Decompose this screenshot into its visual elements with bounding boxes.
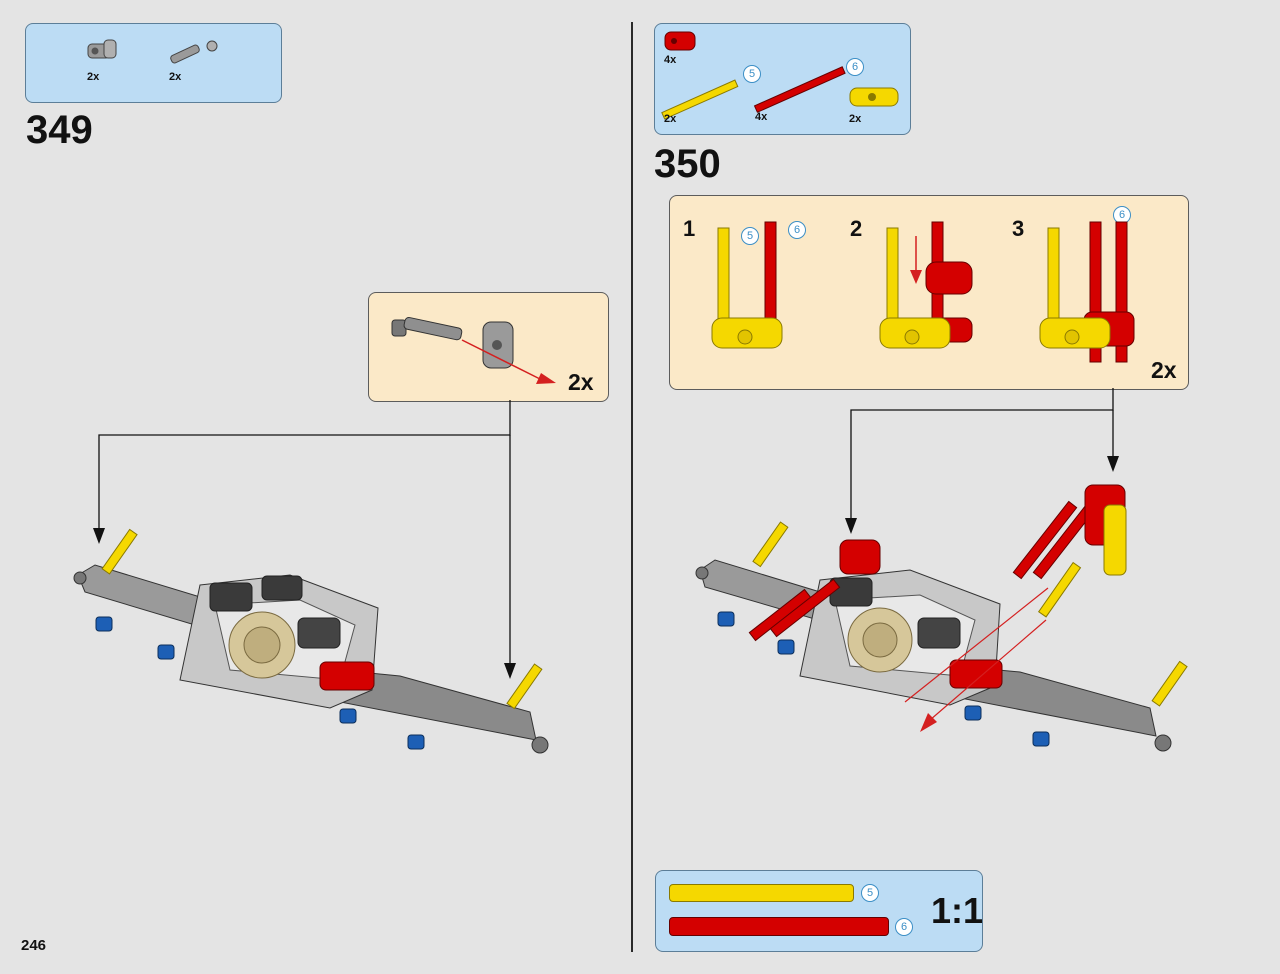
part-qty: 4x <box>664 54 677 66</box>
length-badge: 6 <box>1113 206 1131 224</box>
callout-arrows <box>98 400 511 665</box>
step-350-subassembly-box <box>669 195 1189 390</box>
substep-label: 2 <box>850 216 863 241</box>
length-badge: 5 <box>743 65 761 83</box>
part-qty: 2x <box>169 71 182 83</box>
substep-label: 3 <box>1012 216 1025 241</box>
red-axle-scale <box>669 917 889 936</box>
length-badge: 5 <box>861 884 879 902</box>
length-badge: 5 <box>741 227 759 245</box>
yellow-axle-scale <box>669 884 854 902</box>
step-350-parts-box <box>654 23 911 135</box>
page-divider <box>631 22 633 952</box>
part-qty: 4x <box>755 111 768 123</box>
length-badge: 6 <box>788 221 806 239</box>
substep-label: 1 <box>683 216 696 241</box>
length-badge: 6 <box>846 58 864 76</box>
scale-ratio: 1:1 <box>931 890 984 931</box>
part-qty: 2x <box>664 113 677 125</box>
subassembly-multiplier: 2x <box>1151 357 1177 383</box>
step-349-parts-box <box>25 23 282 103</box>
length-badge: 6 <box>895 918 913 936</box>
step-number: 349 <box>26 108 93 152</box>
step-number: 350 <box>654 142 721 186</box>
callout-arrows <box>850 388 1114 520</box>
part-qty: 2x <box>849 113 862 125</box>
scale-box <box>655 870 983 952</box>
subassembly-multiplier: 2x <box>568 369 594 395</box>
part-qty: 2x <box>87 71 100 83</box>
page-number: 246 <box>21 937 47 954</box>
